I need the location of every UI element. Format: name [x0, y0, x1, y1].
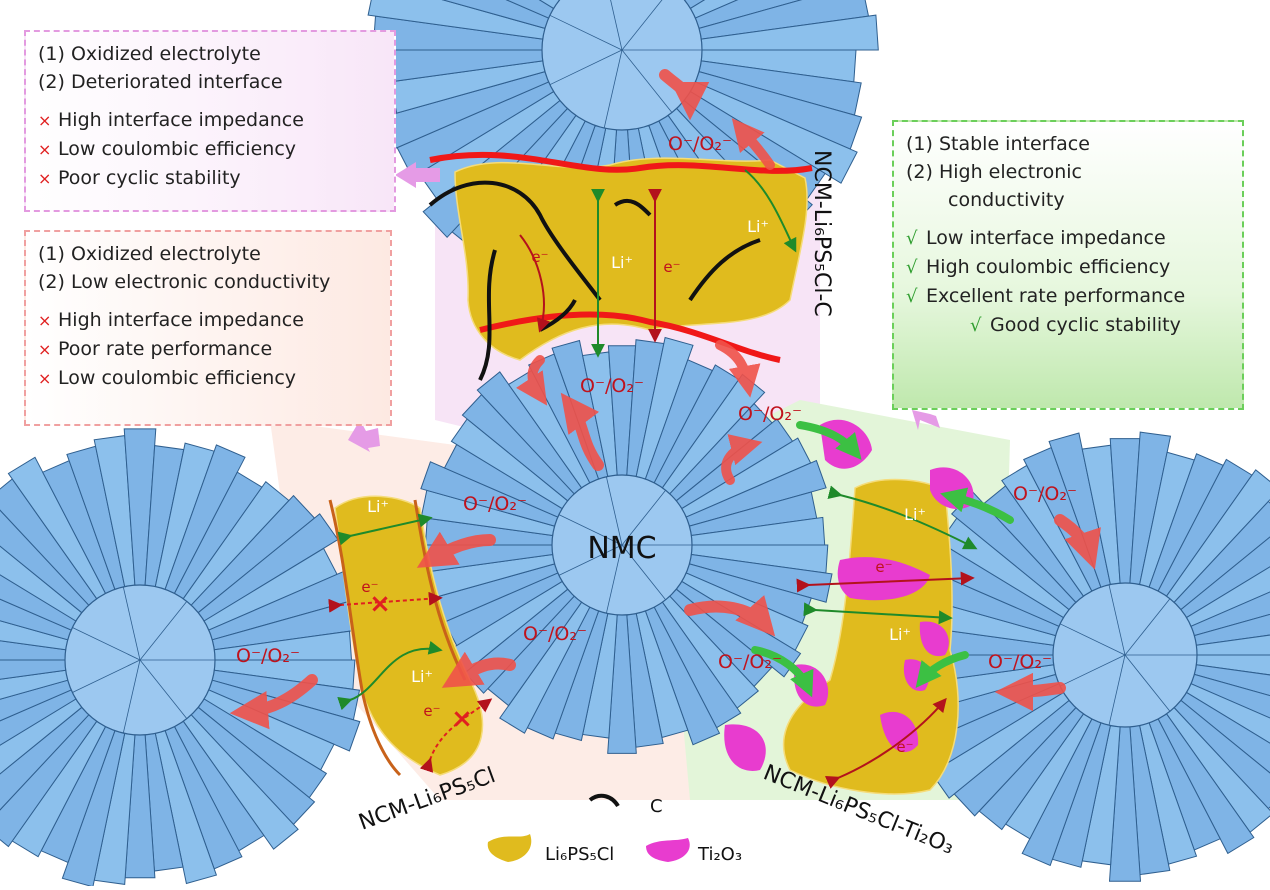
box-bullet: ×High interface impedance: [38, 106, 382, 135]
box-bullet: √Good cyclic stability: [906, 311, 1230, 340]
spacer: [38, 96, 382, 106]
cross-icon: ×: [38, 307, 58, 335]
box-bullet: √High coulombic efficiency: [906, 253, 1230, 282]
li-label: Li⁺: [904, 505, 926, 524]
li-label: Li⁺: [411, 667, 433, 686]
box-bullet: ×Low coulombic efficiency: [38, 364, 378, 393]
cross-icon: ×: [38, 107, 58, 135]
cross-icon: ×: [38, 365, 58, 393]
legend-electrolyte-swatch: [488, 834, 532, 862]
legend-ti2o3-label: Ti₂O₃: [697, 844, 742, 865]
box-line: (2) High electronic: [906, 158, 1230, 186]
legend-electrolyte-label: Li₆PS₅Cl: [545, 844, 614, 865]
species-label: O⁻/O₂⁻: [463, 493, 527, 515]
bullet-text: Poor cyclic stability: [58, 167, 241, 189]
box-bullet: ×Low coulombic efficiency: [38, 135, 382, 164]
cross-icon: ×: [38, 136, 58, 164]
bullet-text: Excellent rate performance: [926, 285, 1185, 307]
bullet-text: High interface impedance: [58, 309, 304, 331]
bullet-text: Low interface impedance: [926, 227, 1166, 249]
electron-label: e⁻: [361, 578, 378, 596]
bullet-text: Low coulombic efficiency: [58, 367, 296, 389]
box-line: (1) Oxidized electrolyte: [38, 40, 382, 68]
electron-label: e⁻: [531, 248, 548, 266]
cross-icon: ×: [38, 336, 58, 364]
species-label: O⁻/O₂⁻: [988, 651, 1052, 673]
spacer: [906, 214, 1230, 224]
electron-label: e⁻: [896, 738, 913, 756]
electron-label: e⁻: [875, 558, 892, 576]
li-label: Li⁺: [611, 253, 633, 272]
bullet-text: High coulombic efficiency: [926, 256, 1170, 278]
release-arrow: [1010, 688, 1060, 692]
box-line: (1) Oxidized electrolyte: [38, 240, 378, 268]
species-label: O⁻/O₂⁻: [738, 403, 802, 425]
legend-carbon-label: C: [650, 796, 663, 817]
electron-label: e⁻: [663, 258, 680, 276]
center-label: NMC: [587, 531, 656, 566]
bullet-text: High interface impedance: [58, 109, 304, 131]
species-label: O⁻/O₂⁻: [580, 375, 644, 397]
check-icon: √: [906, 225, 926, 253]
blocked-x: ×: [451, 704, 473, 734]
check-icon: √: [970, 312, 990, 340]
species-label: O⁻/O₂⁻: [523, 623, 587, 645]
bullet-text: Poor rate performance: [58, 338, 272, 360]
composite-label-top: NCM-Li₆PS₅Cl-C: [809, 150, 834, 317]
check-icon: √: [906, 283, 926, 311]
species-label: O⁻/O₂⁻: [668, 133, 732, 155]
bullet-text: Good cyclic stability: [990, 314, 1181, 336]
species-label: O⁻/O₂⁻: [718, 651, 782, 673]
li-label: Li⁺: [747, 217, 769, 236]
bullet-text: Low coulombic efficiency: [58, 138, 296, 160]
species-label: O⁻/O₂⁻: [236, 645, 300, 667]
benefits-box-right: (1) Stable interface (2) High electronic…: [892, 120, 1244, 410]
box-bullet: ×High interface impedance: [38, 306, 378, 335]
legend-ti2o3-swatch: [646, 838, 690, 862]
box-line: (2) Deteriorated interface: [38, 68, 382, 96]
legend: C Li₆PS₅Cl Ti₂O₃: [488, 796, 742, 865]
species-label: O⁻/O₂⁻: [1013, 483, 1077, 505]
box-bullet: √Low interface impedance: [906, 224, 1230, 253]
box-line: (2) Low electronic conductivity: [38, 268, 378, 296]
spacer: [38, 296, 378, 306]
li-label: Li⁺: [367, 497, 389, 516]
cross-icon: ×: [38, 165, 58, 193]
box-bullet: √Excellent rate performance: [906, 282, 1230, 311]
oxidation-issues-box-left: (1) Oxidized electrolyte (2) Low electro…: [24, 230, 392, 426]
oxidation-issues-box-top: (1) Oxidized electrolyte (2) Deteriorate…: [24, 30, 396, 212]
box-line: conductivity: [906, 186, 1230, 214]
electron-label: e⁻: [423, 702, 440, 720]
check-icon: √: [906, 254, 926, 282]
box-bullet: ×Poor rate performance: [38, 335, 378, 364]
box-line: (1) Stable interface: [906, 130, 1230, 158]
li-label: Li⁺: [889, 625, 911, 644]
box-bullet: ×Poor cyclic stability: [38, 164, 382, 193]
